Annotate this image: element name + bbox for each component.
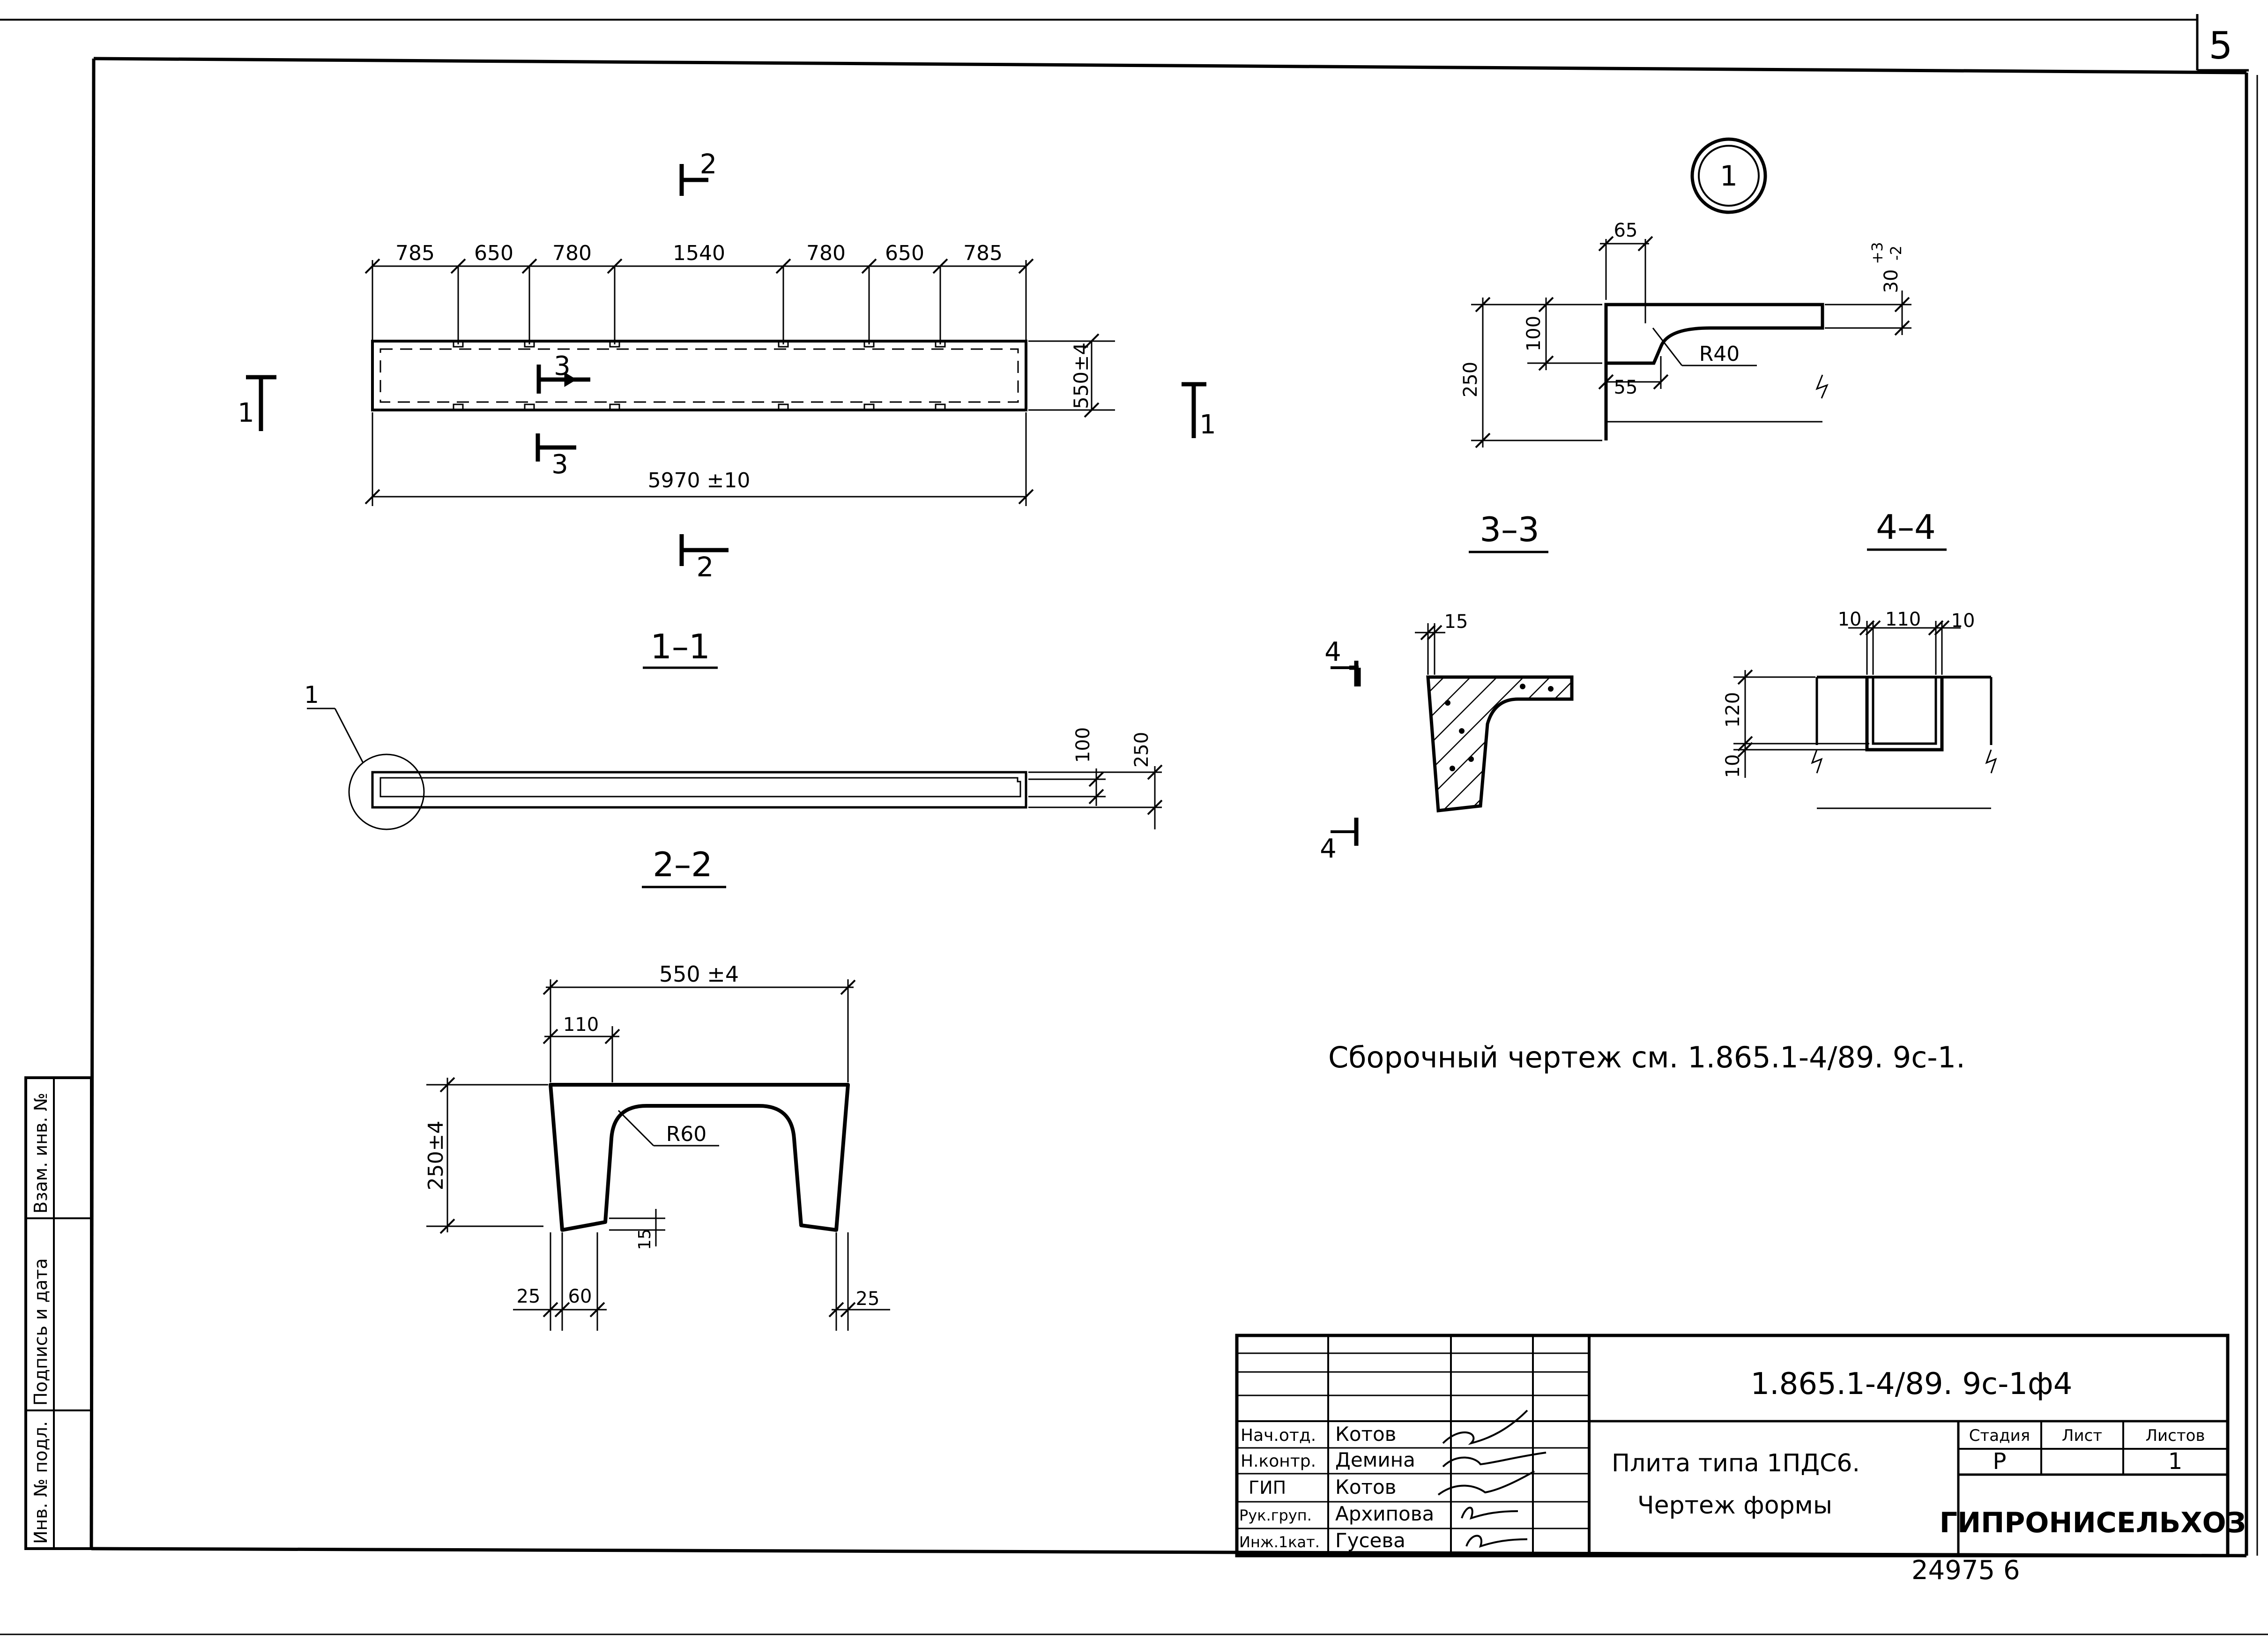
detail-1-dim-250: 250 xyxy=(1460,362,1481,397)
organization-name: ГИПРОНИСЕЛЬХОЗ xyxy=(1940,1506,2246,1539)
section-1-1-view xyxy=(307,708,1163,830)
plan-span-2: 650 xyxy=(474,241,513,265)
section-2-2-width: 550 ±4 xyxy=(659,962,739,987)
section-3-3-mark-top: 4 xyxy=(1324,637,1341,667)
plan-span-4: 1540 xyxy=(673,241,725,265)
cut-1-right-label: 1 xyxy=(1199,410,1216,440)
title-block-title-line2: Чертеж формы xyxy=(1637,1491,1832,1520)
name-5: Гусева xyxy=(1335,1529,1405,1552)
role-1: Нач.отд. xyxy=(1241,1426,1316,1445)
sheet-header: Лист xyxy=(2062,1426,2102,1445)
stage-header: Стадия xyxy=(1969,1426,2030,1445)
role-3: ГИП xyxy=(1249,1477,1286,1498)
section-1-1-dim-100: 100 xyxy=(1072,727,1094,763)
assembly-note: Сборочный чертеж см. 1.865.1-4/89. 9с-1. xyxy=(1328,1040,1965,1074)
detail-1-dim-100: 100 xyxy=(1523,316,1545,351)
plan-span-1: 785 xyxy=(395,241,435,265)
role-5: Инж.1кат. xyxy=(1239,1533,1320,1551)
binding-label-inventory: Инв. № подл. xyxy=(30,1421,51,1544)
section-2-2-dim-15: 15 xyxy=(635,1229,654,1250)
detail-1-dim-30-tol-upper: +3 xyxy=(1868,242,1886,264)
section-4-4-view xyxy=(1733,620,1997,809)
section-4-4-title: 4–4 xyxy=(1876,507,1936,547)
sheets-header: Листов xyxy=(2145,1426,2205,1445)
name-3: Котов xyxy=(1335,1476,1396,1498)
cut-1-left-label: 1 xyxy=(238,398,254,428)
section-2-2-height: 250±4 xyxy=(424,1121,448,1191)
detail-1-dim-55: 55 xyxy=(1614,377,1638,398)
section-3-3-mark-bottom: 4 xyxy=(1320,834,1337,864)
title-block-title-line1: Плита типа 1ПДС6. xyxy=(1612,1449,1860,1477)
section-2-2-title: 2–2 xyxy=(653,845,713,884)
section-4-4-dim-10a: 10 xyxy=(1838,609,1862,630)
cut-3-bottom-label: 3 xyxy=(551,449,568,480)
section-cut-markers xyxy=(246,164,1206,566)
detail-1-dim-65: 65 xyxy=(1614,220,1638,241)
section-2-2-rib-top: 110 xyxy=(563,1014,599,1036)
detail-1-radius: R40 xyxy=(1699,342,1740,366)
role-2: Н.контр. xyxy=(1241,1452,1316,1471)
stamp-number: 24975 6 xyxy=(1911,1555,2020,1586)
page-number: 5 xyxy=(2209,24,2233,67)
name-2: Демина xyxy=(1335,1448,1415,1471)
section-1-1-title: 1–1 xyxy=(650,627,710,666)
binding-strip xyxy=(24,1076,93,1550)
cut-3-top-label: 3 xyxy=(554,351,571,381)
plan-span-5: 780 xyxy=(806,241,846,265)
section-2-2-dim-60: 60 xyxy=(568,1286,592,1307)
section-1-1-dim-250: 250 xyxy=(1131,732,1153,768)
sheets-total-value: 1 xyxy=(2168,1448,2183,1475)
name-4: Архипова xyxy=(1335,1502,1434,1525)
plan-width: 550±4 xyxy=(1070,343,1093,409)
stage-value: Р xyxy=(1993,1448,2007,1475)
role-4: Рук.груп. xyxy=(1239,1506,1312,1524)
detail-1-view xyxy=(1471,236,1911,448)
section-2-2-view xyxy=(426,979,890,1331)
detail-1-dim-30-tol-lower: -2 xyxy=(1887,246,1905,261)
section-4-4-dim-10b: 10 xyxy=(1951,610,1975,632)
title-block xyxy=(1235,1334,2230,1558)
name-1: Котов xyxy=(1335,1423,1396,1446)
binding-label-signature: Подпись и дата xyxy=(30,1258,51,1406)
detail-1-circle xyxy=(1690,137,1767,214)
detail-1-dim-30: 30 xyxy=(1881,269,1902,293)
cut-2-top-label: 2 xyxy=(700,148,717,180)
plan-overall-length: 5970 ±10 xyxy=(648,469,751,492)
section-4-4-dim-10c: 10 xyxy=(1722,754,1744,778)
section-3-3-dim-15: 15 xyxy=(1444,611,1468,633)
section-2-2-dim-25-left: 25 xyxy=(517,1286,541,1307)
section-1-1-callout: 1 xyxy=(304,681,319,708)
section-4-4-dim-110: 110 xyxy=(1885,609,1921,630)
section-3-3-title: 3–3 xyxy=(1480,510,1539,549)
section-4-4-dim-120: 120 xyxy=(1722,692,1744,728)
plan-span-3: 780 xyxy=(552,241,592,265)
section-2-2-radius: R60 xyxy=(666,1122,707,1146)
section-3-3-view xyxy=(1331,623,1574,846)
title-block-doc-code: 1.865.1-4/89. 9с-1ф4 xyxy=(1751,1367,2073,1401)
detail-1-label: 1 xyxy=(1720,160,1738,193)
cut-2-bottom-label: 2 xyxy=(697,551,714,583)
plan-span-7: 785 xyxy=(963,241,1003,265)
section-2-2-dim-25-right: 25 xyxy=(856,1288,880,1310)
plan-span-6: 650 xyxy=(885,241,924,265)
plan-view xyxy=(364,258,1115,506)
binding-label-replaced: Взам. инв. № xyxy=(30,1093,51,1214)
